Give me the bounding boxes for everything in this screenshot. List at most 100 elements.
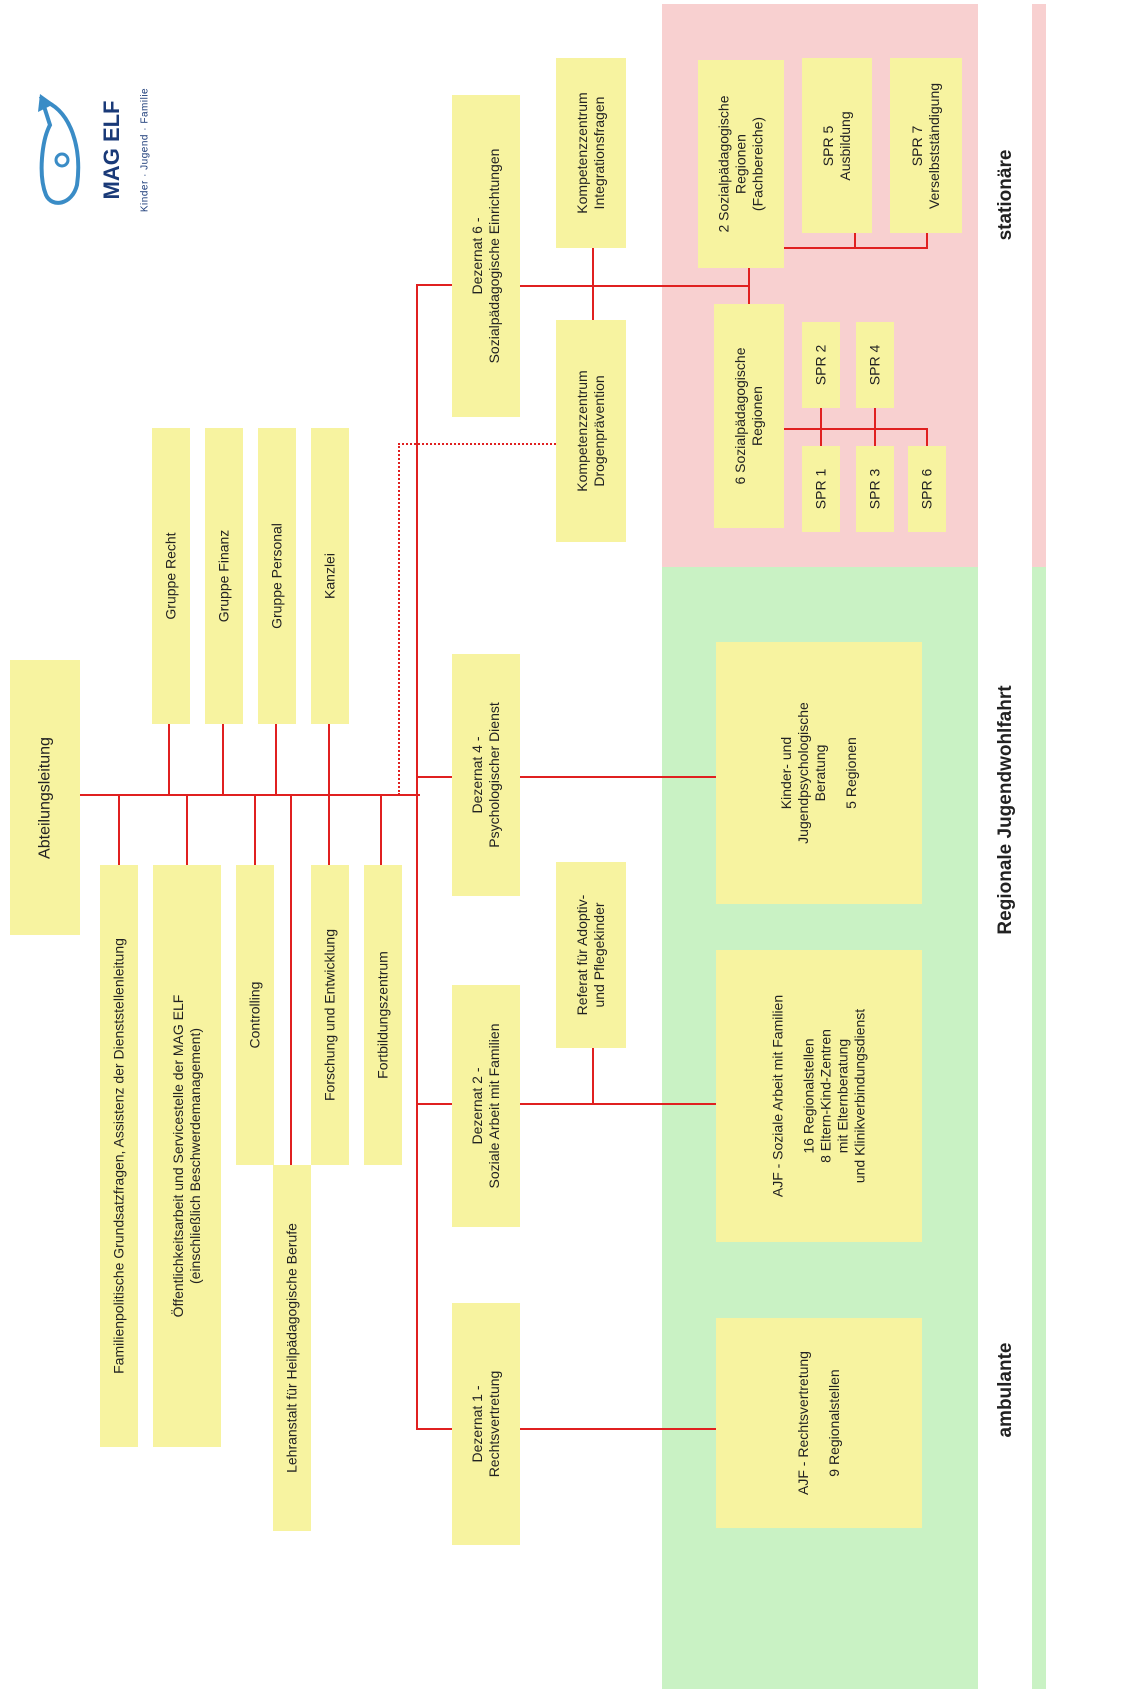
box-oeffentlichkeit-label: Öffentlichkeitsarbeit und Servicestelle …: [170, 995, 204, 1318]
box-ajf-familien-sub2: 8 Eltern-Kind-Zentren: [817, 1029, 834, 1163]
connector-familienpolitik: [118, 795, 120, 865]
box-kjp-label: Kinder- und Jugendpsychologische Beratun…: [778, 702, 860, 844]
box-kompetenz-drogen-label: Kompetenzzentrum Drogenprävention: [574, 370, 608, 491]
box-forschung-label: Forschung und Entwicklung: [321, 929, 338, 1101]
box-kompetenz-drogen-line1: Kompetenzzentrum: [574, 370, 590, 492]
box-kjp: Kinder- und Jugendpsychologische Beratun…: [716, 642, 922, 904]
connector-dezernat1: [416, 1428, 452, 1430]
box-referat-adoptiv-line2: und Pflegekinder: [591, 902, 607, 1008]
box-spr5: SPR 5 Ausbildung: [802, 58, 872, 233]
ambulant-strip: [1032, 567, 1046, 1689]
box-oeffentlichkeit-line2: (einschließlich Beschwerdemanagement): [187, 1027, 203, 1285]
box-ajf-recht-sub: 9 Regionalstellen: [826, 1369, 842, 1477]
connector-gruppe-finanz: [222, 724, 224, 795]
connector-oeffentlichkeit: [186, 795, 188, 865]
box-kompetenz-drogen: Kompetenzzentrum Drogenprävention: [556, 320, 626, 542]
box-controlling-label: Controlling: [246, 981, 263, 1049]
box-gruppe-personal-label: Gruppe Personal: [268, 523, 285, 629]
box-ajf-recht-label: AJF - Rechtsvertretung 9 Regionalstellen: [795, 1351, 843, 1495]
connector-dotted-horizontal: [398, 443, 556, 445]
box-lehranstalt-label: Lehranstalt für Heilpädagogische Berufe: [283, 1223, 300, 1473]
box-soz-regionen-fach-label: 2 Sozialpädagogische Regionen (Fachberei…: [716, 96, 767, 233]
connector-fach-h: [784, 247, 928, 249]
connector-d6-integration: [592, 248, 594, 320]
box-spr5-label: SPR 5 Ausbildung: [820, 111, 854, 180]
box-kjp-line3: Beratung: [812, 744, 828, 802]
box-ajf-familien-sub1: 16 Regionalstellen: [800, 1038, 817, 1154]
box-dezernat1-line1: Dezernat 1 -: [469, 1385, 485, 1463]
box-kanzlei: Kanzlei: [311, 428, 349, 724]
box-soz-regionen-6: 6 Sozialpädagogische Regionen: [714, 304, 784, 528]
box-lehranstalt: Lehranstalt für Heilpädagogische Berufe: [273, 1165, 311, 1531]
box-ajf-recht: AJF - Rechtsvertretung 9 Regionalstellen: [716, 1318, 922, 1528]
connector-controlling: [254, 795, 256, 865]
box-spr7-line1: SPR 7: [909, 125, 925, 166]
box-spr6-label: SPR 6: [918, 468, 935, 510]
box-dezernat4-line1: Dezernat 4 -: [469, 736, 485, 814]
box-spr2-label: SPR 2: [812, 344, 829, 386]
box-familienpolitik: Familienpolitische Grundsatzfragen, Assi…: [100, 865, 138, 1447]
box-spr4: SPR 4: [856, 322, 894, 408]
box-spr4-label: SPR 4: [866, 344, 883, 386]
box-spr7-line2: Verselbstständigung: [926, 82, 942, 209]
box-familienpolitik-label: Familienpolitische Grundsatzfragen, Assi…: [110, 938, 127, 1374]
box-kjp-sub: 5 Regionen: [843, 737, 859, 809]
box-soz-regionen-6-line1: 6 Sozialpädagogische: [732, 347, 748, 485]
box-spr5-line1: SPR 5: [820, 125, 836, 166]
connector-spine: [416, 284, 418, 1428]
box-gruppe-recht-label: Gruppe Recht: [162, 532, 179, 620]
connector-d2-ajf: [520, 1103, 716, 1105]
box-soz-regionen-6-label: 6 Sozialpädagogische Regionen: [732, 348, 766, 485]
box-kompetenz-drogen-line2: Drogenprävention: [591, 375, 607, 487]
connector-dezernat4: [416, 776, 452, 778]
box-gruppe-personal: Gruppe Personal: [258, 428, 296, 724]
box-spr6: SPR 6: [908, 446, 946, 532]
connector-gruppe-personal: [275, 724, 277, 795]
box-forschung: Forschung und Entwicklung: [311, 865, 349, 1165]
connector-dezernat6: [416, 284, 452, 286]
box-dezernat6: Dezernat 6 - Sozialpädagogische Einricht…: [452, 95, 520, 417]
box-ajf-familien-sub4: und Klinikverbindungsdienst: [851, 1008, 868, 1184]
stationaer-strip: [1032, 4, 1046, 567]
box-dezernat2-line2: Soziale Arbeit mit Familien: [486, 1023, 502, 1189]
box-kjp-line1: Kinder- und: [778, 736, 794, 810]
box-fortbildung-label: Fortbildungszentrum: [374, 951, 391, 1079]
box-soz-regionen-fach-line2: Regionen: [732, 134, 749, 194]
connector-stationaer-tbar: [748, 268, 750, 304]
box-spr1-label: SPR 1: [812, 468, 829, 510]
box-controlling: Controlling: [236, 865, 274, 1165]
box-referat-adoptiv-label: Referat für Adoptiv- und Pflegekinder: [574, 895, 608, 1016]
box-dezernat6-line2: Sozialpädagogische Einrichtungen: [486, 148, 502, 364]
logo-subtitle: Kinder · Jugend · Familie: [139, 87, 151, 213]
box-ajf-familien-title: AJF - Soziale Arbeit mit Familien: [769, 994, 786, 1198]
box-dezernat4: Dezernat 4 - Psychologischer Dienst: [452, 654, 520, 896]
connector-lehranstalt: [290, 795, 292, 1165]
box-ajf-familien: AJF - Soziale Arbeit mit Familien 16 Reg…: [716, 950, 922, 1242]
box-soz-regionen-fach-line3: (Fachbereiche): [749, 116, 766, 212]
box-oeffentlichkeit: Öffentlichkeitsarbeit und Servicestelle …: [153, 865, 221, 1447]
box-ajf-familien-sub3: mit Elternberatung: [834, 1038, 851, 1154]
box-spr1: SPR 1: [802, 446, 840, 532]
connector-dotted-vertical: [398, 443, 400, 795]
box-dezernat1-label: Dezernat 1 - Rechtsvertretung: [469, 1371, 503, 1478]
connector-spr7: [926, 233, 928, 248]
box-ajf-recht-title: AJF - Rechtsvertretung: [795, 1351, 811, 1495]
connector-kanzlei: [328, 724, 330, 795]
box-dezernat1: Dezernat 1 - Rechtsvertretung: [452, 1303, 520, 1545]
logo: MAG ELF Kinder · Jugend · Familie: [30, 85, 151, 225]
connector-d6-stationaer: [520, 285, 750, 287]
box-kanzlei-label: Kanzlei: [321, 553, 338, 599]
connector-spr-2-1: [820, 408, 822, 446]
connector-d4-kjp: [520, 776, 716, 778]
connector-main: [80, 794, 420, 796]
connector-spr-h: [784, 428, 928, 430]
connector-spr5: [854, 233, 856, 248]
box-spr7: SPR 7 Verselbstständigung: [890, 58, 962, 233]
box-oeffentlichkeit-line1: Öffentlichkeitsarbeit und Servicestelle …: [170, 994, 186, 1318]
section-label-regional: Regionale Jugendwohlfahrt: [995, 685, 1016, 935]
box-kjp-line2: Jugendpsychologische: [795, 702, 811, 844]
box-dezernat2-line1: Dezernat 2 -: [469, 1067, 485, 1145]
connector-fortbildung: [380, 795, 382, 865]
connector-d1-ajf: [520, 1428, 716, 1430]
box-kompetenz-integration-line1: Kompetenzzentrum: [574, 92, 590, 214]
